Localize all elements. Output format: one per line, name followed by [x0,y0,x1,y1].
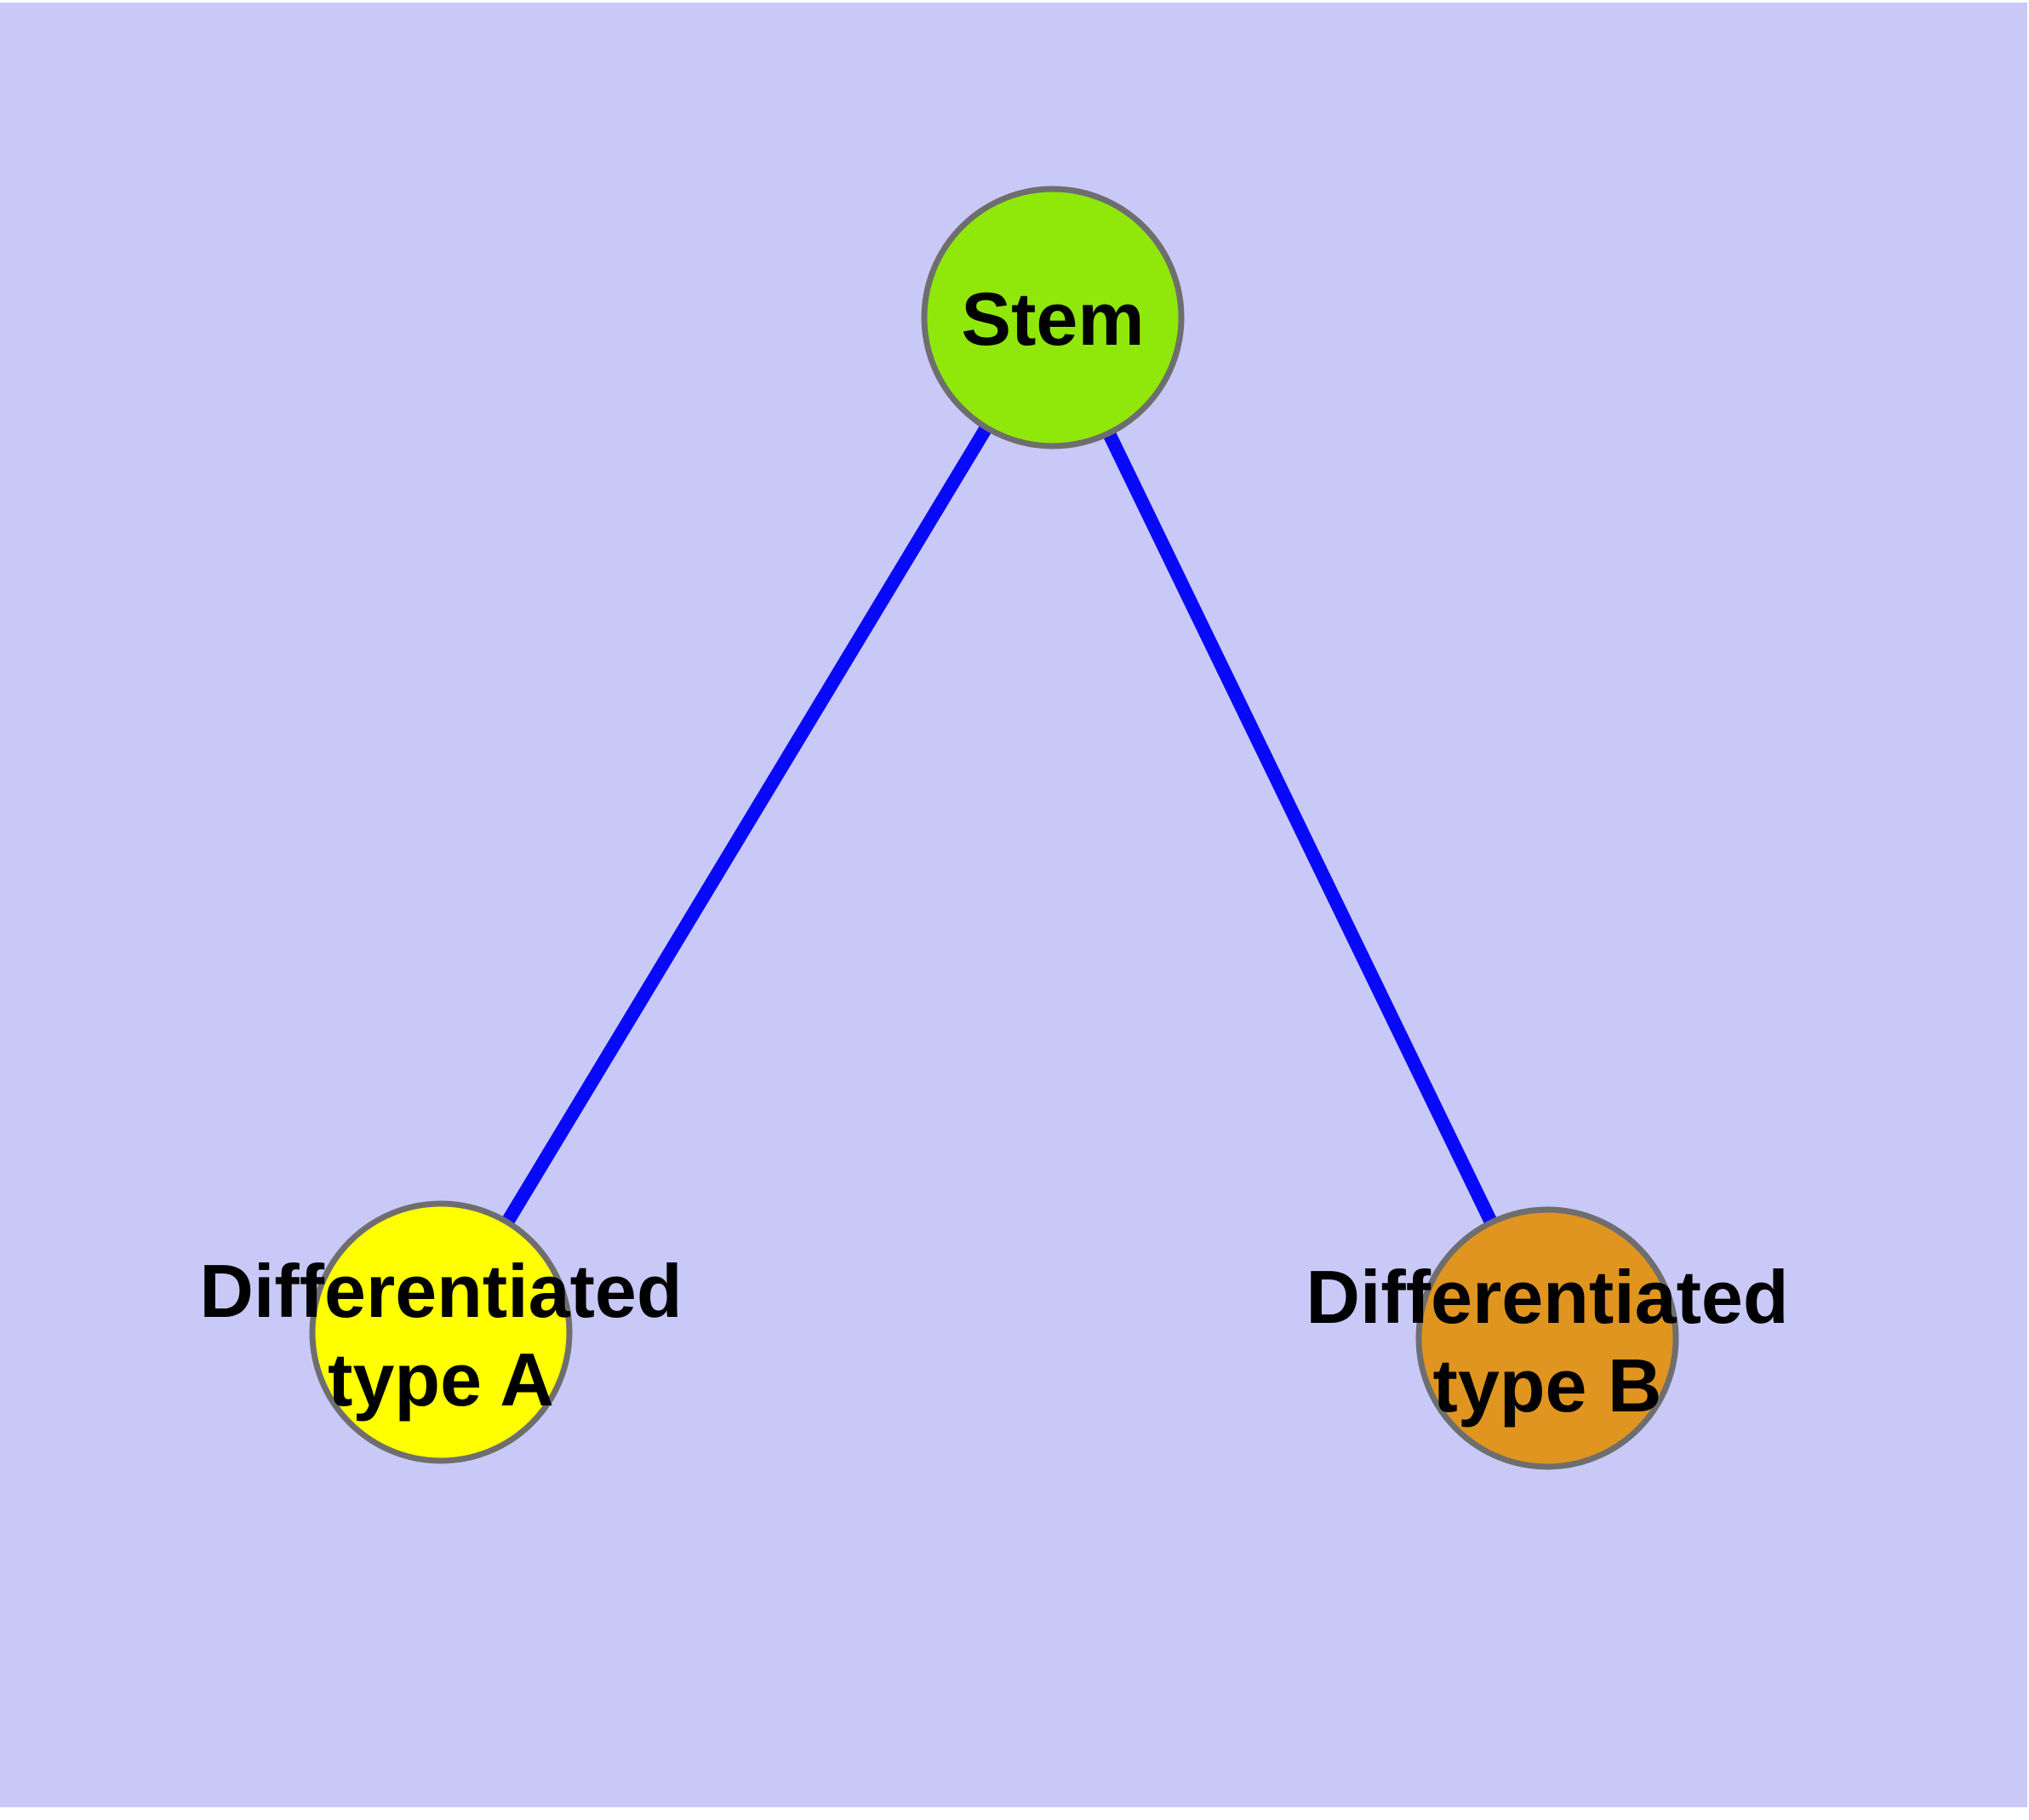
node-stem: Stem [921,186,1185,449]
edge-stem-to-type-b [1046,314,1554,1342]
node-stem-label: Stem [961,277,1144,361]
node-stem-circle [921,186,1185,449]
node-type-a-circle [309,1200,573,1464]
edges-layer [435,313,1554,1342]
edge-stem-to-type-a [435,313,1059,1336]
node-type-b-circle [1415,1206,1679,1470]
